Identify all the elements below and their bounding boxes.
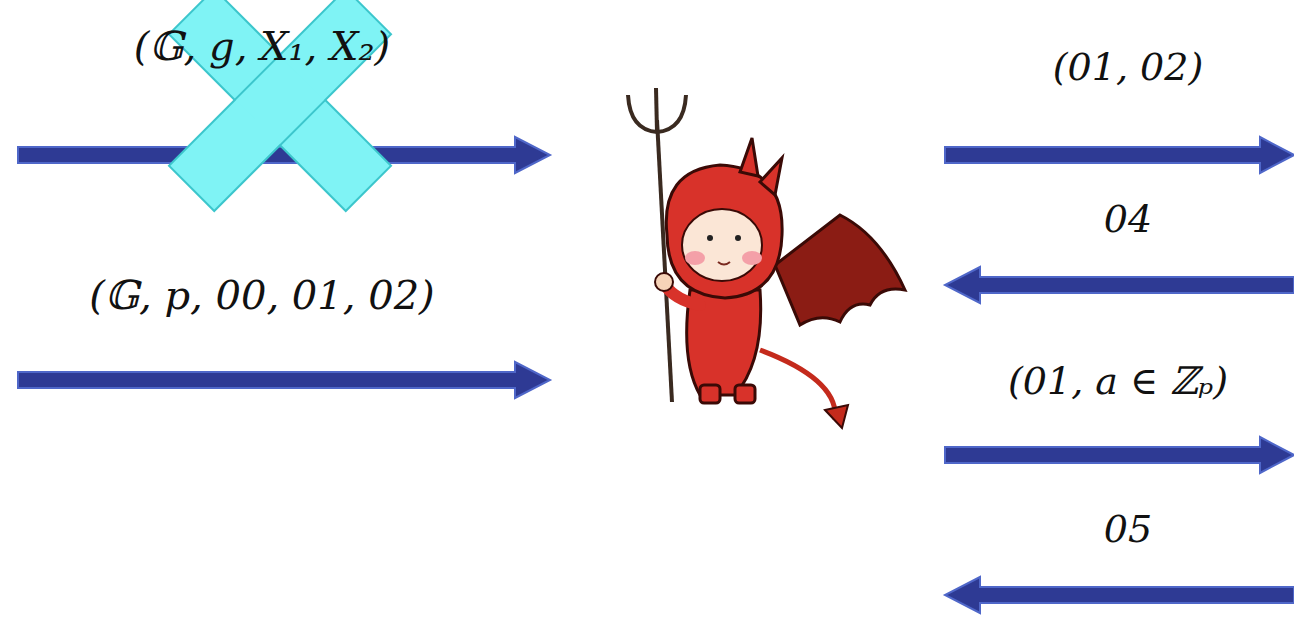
message-label: (01, 02) [1053, 46, 1204, 90]
message-label: (01, a ∈ ℤₚ) [1008, 360, 1228, 404]
message-arrow [945, 577, 1294, 613]
cross-mark [103, 0, 457, 277]
message-arrow [945, 437, 1294, 473]
message-arrow [18, 362, 550, 398]
message-label: 04 [1104, 198, 1152, 242]
message-label: (𝔾, g, X₁, X₂) [134, 23, 390, 69]
message-arrow [945, 267, 1294, 303]
devil-adversary [628, 88, 905, 428]
message-label: (𝔾, p, 00, 01, 02) [89, 272, 434, 318]
message-label: 05 [1104, 508, 1152, 552]
message-arrow [945, 137, 1294, 173]
